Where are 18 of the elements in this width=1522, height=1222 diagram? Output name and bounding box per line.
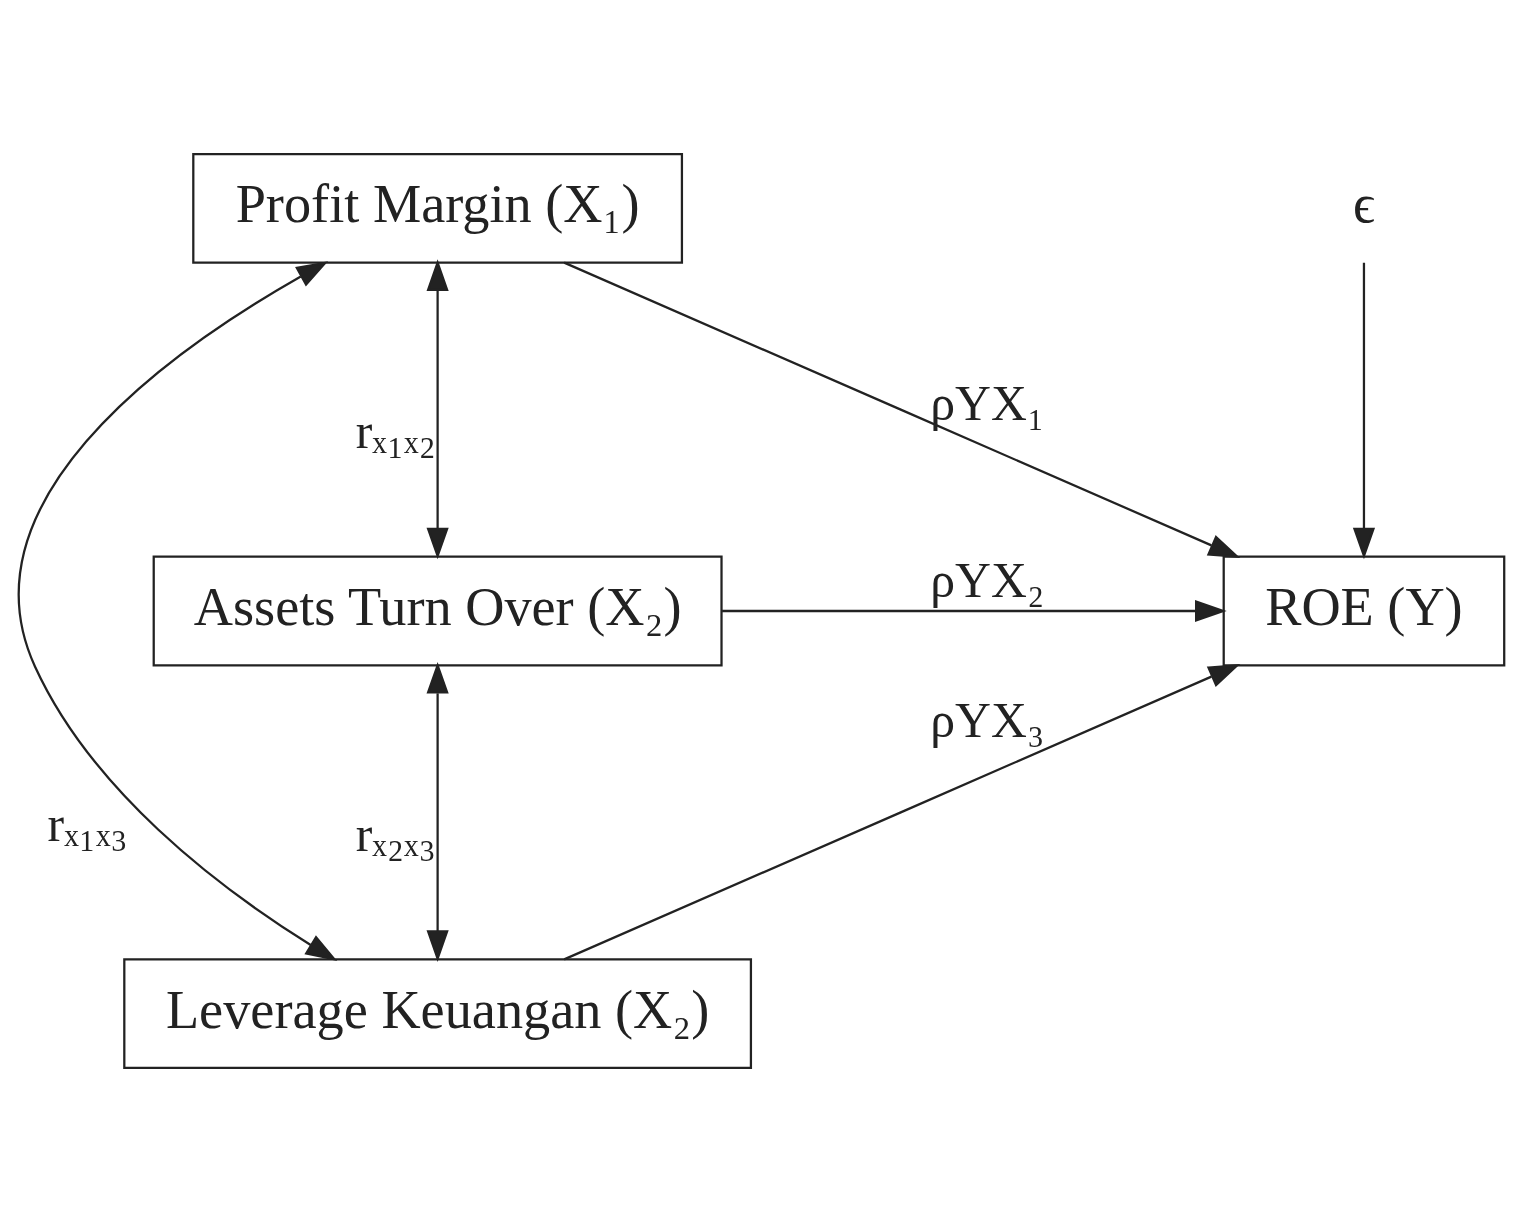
arrow — [1352, 262, 1376, 560]
arrow — [18, 261, 338, 962]
node-box: Profit Margin (X₁) — [192, 152, 684, 264]
node-text: ϵ — [1352, 174, 1375, 235]
edge-label: ρYX₁ — [930, 376, 1045, 432]
edge-label: rₓ₁ₓ₃ — [47, 796, 128, 852]
edge-label: rₓ₂ₓ₃ — [355, 807, 436, 863]
node-box: Assets Turn Over (X₂) — [152, 555, 723, 667]
arrow — [563, 664, 1241, 961]
edge-label: ρYX₃ — [930, 692, 1045, 748]
arrow — [426, 259, 449, 560]
edge-label: ρYX₂ — [930, 552, 1045, 608]
node-box: ROE (Y) — [1222, 555, 1506, 667]
node-box: Leverage Keuangan (X₂) — [123, 958, 753, 1070]
arrow — [563, 261, 1241, 558]
arrow — [426, 661, 449, 963]
edge-label: rₓ₁ₓ₂ — [355, 404, 436, 460]
arrow — [722, 599, 1227, 623]
